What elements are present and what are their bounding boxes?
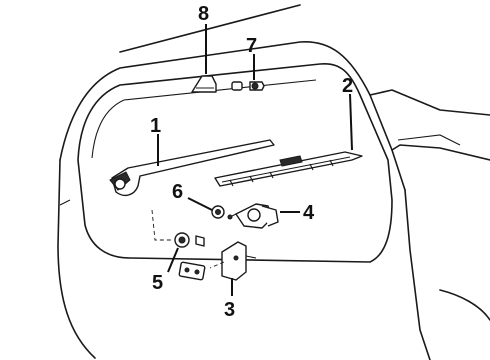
vehicle-body-outline (57, 4, 490, 360)
callout-7: 7 (246, 35, 257, 57)
callout-2: 2 (342, 75, 353, 97)
callout-4: 4 (303, 202, 315, 224)
washer-switch (178, 241, 257, 281)
callout-8: 8 (198, 3, 209, 25)
callout-labels: 8 7 2 1 6 4 5 3 (150, 3, 353, 321)
leader-lines (157, 24, 353, 296)
callout-6: 6 (172, 181, 183, 203)
washer-grommet (151, 209, 205, 248)
callout-5: 5 (152, 272, 163, 294)
pivot-nut (211, 205, 225, 219)
lamp-bulb-socket (231, 81, 265, 91)
wiper-blade (214, 151, 363, 187)
high-mount-lamp (191, 75, 217, 93)
callout-1: 1 (150, 115, 161, 137)
callout-3: 3 (224, 299, 235, 321)
wiper-arm (109, 139, 275, 197)
wiper-motor (227, 203, 279, 229)
